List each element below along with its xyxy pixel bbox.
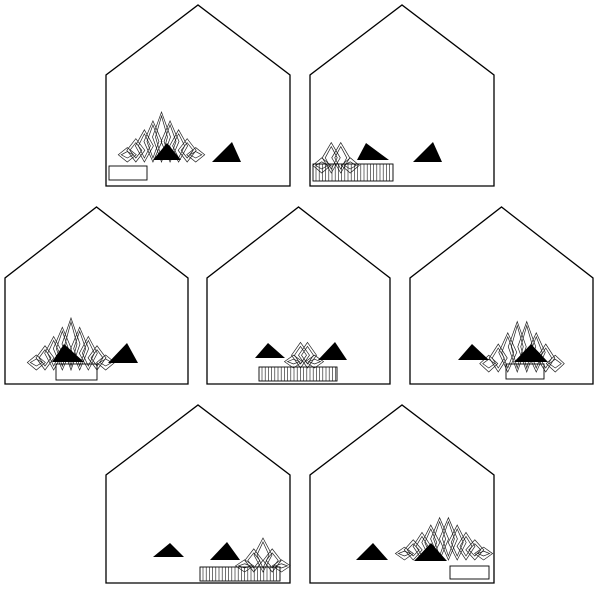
house-outline: [310, 405, 494, 583]
house-outline: [410, 207, 593, 384]
panel-3: [5, 207, 188, 384]
panel-7: [310, 405, 494, 583]
panel-2: [310, 5, 494, 186]
house-outline: [310, 5, 494, 186]
house-outline: [106, 405, 290, 583]
panel-4: [207, 207, 390, 384]
panel-5: [410, 207, 593, 384]
house-outline: [207, 207, 390, 384]
house-outline: [5, 207, 188, 384]
panel-6: [106, 405, 290, 583]
panel-1: [106, 5, 290, 186]
